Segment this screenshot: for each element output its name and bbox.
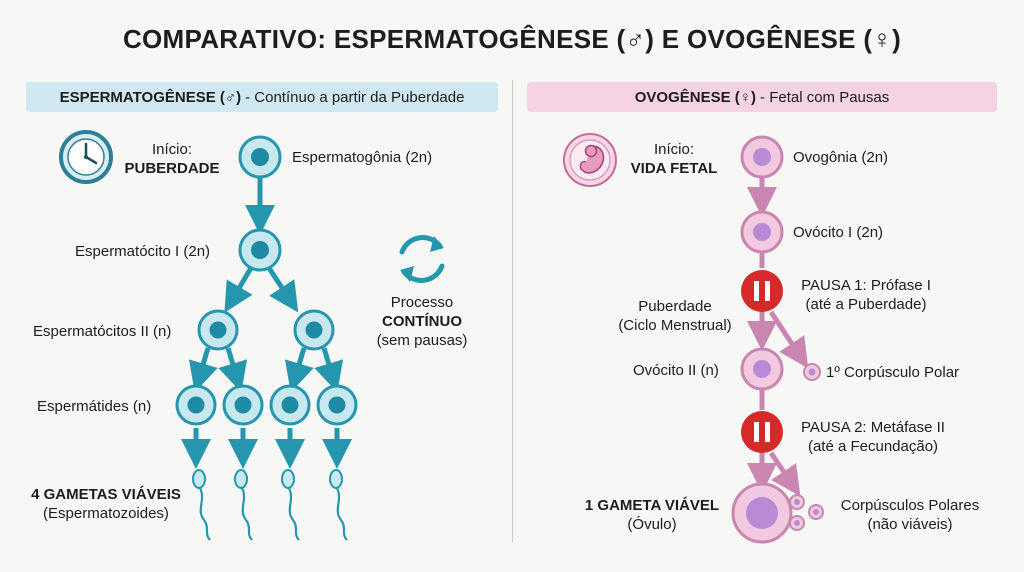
- polar-body: [789, 515, 805, 531]
- female-start-label: Início:: [653, 141, 695, 158]
- female-banner: OVOGÊNESE (♀) - Fetal com Pausas: [527, 82, 997, 112]
- page-title: COMPARATIVO: ESPERMATOGÊNESE (♂) E OVOGÊ…: [122, 24, 902, 54]
- pause2-line2: (até a Fecundação): [807, 438, 939, 455]
- male-gametes-line1: 4 GAMETAS VIÁVEIS: [31, 486, 181, 503]
- polar-bodies: Corpúsculos Polares (não viáveis): [826, 496, 994, 534]
- oocyte2-cell: [740, 347, 784, 391]
- spermatocyte1-label: Espermatócito I (2n): [75, 243, 211, 260]
- female-banner-title: OVOGÊNESE (♀): [634, 88, 757, 106]
- female-gamete-line2: (Óvulo): [627, 516, 677, 533]
- male-start: Início: PUBERDADE: [120, 140, 224, 178]
- clock-icon: [59, 130, 113, 184]
- male-banner: ESPERMATOGÊNESE (♂) - Contínuo a partir …: [26, 82, 498, 112]
- sperm-icon: [281, 469, 300, 541]
- puberty-line1: Puberdade: [638, 298, 712, 315]
- oocyte1-cell: [740, 210, 784, 254]
- oogonia-cell: [740, 135, 784, 179]
- embryo-icon: [563, 133, 617, 187]
- sperm-icon: [192, 469, 211, 541]
- ovum-cell: [731, 482, 793, 544]
- spermatogonia-label: Espermatogônia (2n): [292, 149, 433, 166]
- spermatid-cell: [269, 384, 311, 426]
- pause1-line1: PAUSA 1: Prófase I: [801, 277, 931, 294]
- spermatocyte2-cell: [197, 309, 239, 351]
- spermatocyte1-cell: [238, 228, 282, 272]
- male-banner-subtitle: - Contínuo a partir da Puberdade: [245, 88, 465, 106]
- spermatid-cell: [316, 384, 358, 426]
- male-gametes: 4 GAMETAS VIÁVEIS (Espermatozoides): [27, 485, 185, 523]
- spermatocytes2-label: Espermatócitos II (n): [33, 323, 172, 340]
- pause1-line2: (até a Puberdade): [805, 296, 927, 313]
- process-line2: CONTÍNUO: [382, 313, 462, 330]
- male-gametes-line2: (Espermatozoides): [43, 505, 169, 522]
- spermatid-cell: [222, 384, 264, 426]
- pause-icon: [741, 411, 783, 453]
- polar1-label: 1º Corpúsculo Polar: [826, 364, 960, 381]
- pause2-text: PAUSA 2: Metáfase II (até a Fecundação): [790, 418, 956, 456]
- spermatogonia-cell: [238, 135, 282, 179]
- column-divider: [512, 80, 513, 542]
- male-start-label: Início:: [151, 141, 193, 158]
- sperm-icon: [329, 469, 348, 541]
- pause2-line1: PAUSA 2: Metáfase II: [801, 419, 945, 436]
- polars-line2: (não viáveis): [867, 516, 953, 533]
- process-line1: Processo: [390, 294, 454, 311]
- spermatid-cell: [175, 384, 217, 426]
- oocyte2-label: Ovócito II (n): [633, 362, 719, 379]
- male-arrows: [181, 178, 352, 469]
- pause-icon: [741, 270, 783, 312]
- female-start: Início: VIDA FETAL: [622, 140, 726, 178]
- continuous-process: Processo CONTÍNUO (sem pausas): [364, 293, 480, 350]
- polar-body: [808, 504, 824, 520]
- cycle-arrows-icon: [399, 235, 445, 283]
- female-gamete-line1: 1 GAMETA VIÁVEL: [584, 497, 720, 514]
- puberty-line2: (Ciclo Menstrual): [618, 317, 732, 334]
- polar-body: [803, 363, 821, 381]
- female-banner-subtitle: - Fetal com Pausas: [760, 88, 890, 106]
- male-banner-title: ESPERMATOGÊNESE (♂): [59, 88, 242, 106]
- polar-body: [789, 494, 805, 510]
- pause1-text: PAUSA 1: Prófase I (até a Puberdade): [790, 276, 942, 314]
- puberty-note: Puberdade (Ciclo Menstrual): [612, 297, 738, 335]
- female-start-value: VIDA FETAL: [630, 160, 718, 177]
- polars-line1: Corpúsculos Polares: [840, 497, 980, 514]
- process-line3: (sem pausas): [376, 332, 468, 349]
- spermatids-label: Espermátides (n): [37, 398, 152, 415]
- sperm-icon: [234, 469, 253, 541]
- female-gamete: 1 GAMETA VIÁVEL (Óvulo): [576, 496, 728, 534]
- spermatocyte2-cell: [293, 309, 335, 351]
- oocyte1-label: Ovócito I (2n): [793, 224, 884, 241]
- oogonia-label: Ovogônia (2n): [793, 149, 889, 166]
- female-arrows: [747, 178, 809, 497]
- male-start-value: PUBERDADE: [124, 160, 220, 177]
